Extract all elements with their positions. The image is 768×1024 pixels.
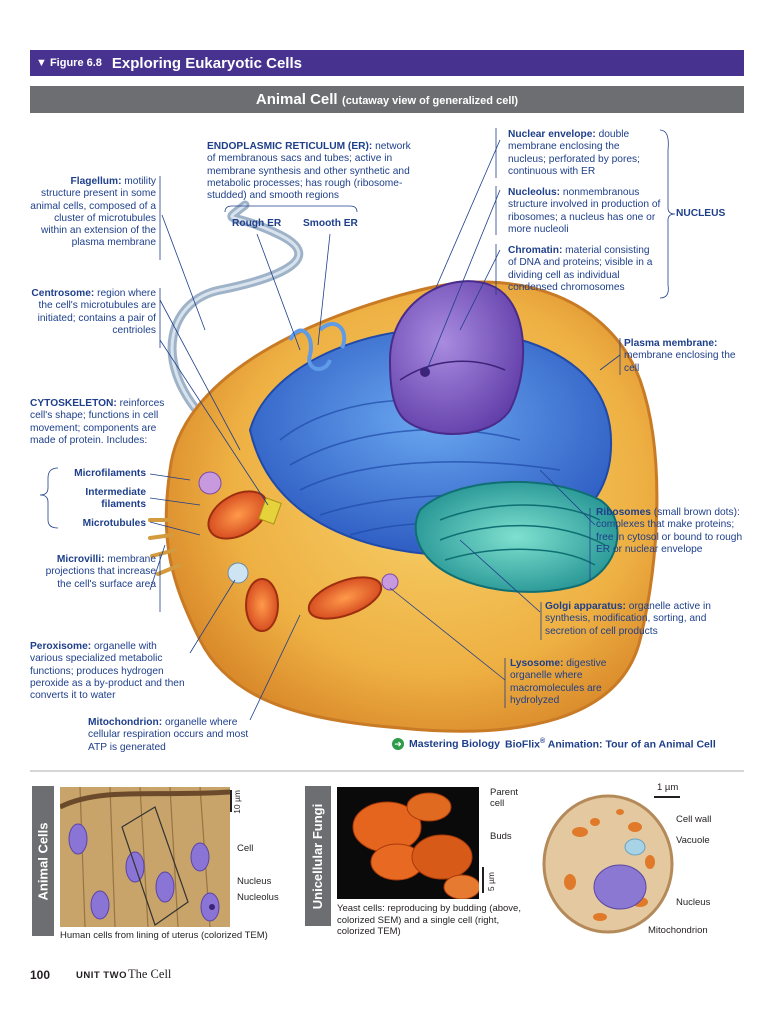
animal-scale-bar: 10 µm <box>232 790 242 814</box>
rough-er-label: Rough ER <box>232 218 282 229</box>
microtubules-label: Microtubules <box>82 518 146 529</box>
figure-header: ▼ Figure 6.8 Exploring Eukaryotic Cells <box>30 50 744 76</box>
mitochondrion-label: Mitochondrion: organelle where cellular … <box>88 717 253 754</box>
flagellum-label: Flagellum: motility structure present in… <box>30 176 156 250</box>
nuclear-envelope-text: double membrane enclosing the nucleus; p… <box>508 129 640 177</box>
plasma-membrane-term: Plasma membrane: <box>624 338 718 349</box>
cytoskeleton-term: CYTOSKELETON: <box>30 398 117 409</box>
microvilli-label: Microvilli: membrane projections that in… <box>30 554 156 591</box>
panel-title: Animal Cell <box>255 91 338 108</box>
cytoskeleton-label: CYTOSKELETON: reinforces cell's shape; f… <box>30 398 170 447</box>
yeast-nucleus-label: Nucleus <box>676 897 711 908</box>
mastering-biology-link[interactable]: ➜ Mastering Biology BioFlix® Animation: … <box>392 738 716 751</box>
intermediate-filaments-label: Intermediate filaments <box>85 487 146 511</box>
centrosome-shape <box>258 497 282 525</box>
nucleus-shape <box>388 280 525 435</box>
cytoskeleton-brace <box>39 467 59 529</box>
mitochondrion-text: organelle where cellular respiration occ… <box>88 717 249 753</box>
fungi-scale-line <box>482 867 484 893</box>
er-text: network of membranous sacs and tubes; ac… <box>207 141 411 202</box>
plasma-membrane-label: Plasma membrane: membrane enclosing the … <box>624 338 739 375</box>
nucleolus-text: nonmembranous structure involved in prod… <box>508 187 661 235</box>
yeast-sem-micrograph <box>337 787 479 899</box>
nucleus-brace <box>659 129 676 299</box>
golgi-text: organelle active in synthesis, modificat… <box>545 601 711 637</box>
nucleolus-label: Nucleolus: nonmembranous structure invol… <box>508 187 663 236</box>
flagellum-term: Flagellum: <box>70 176 122 187</box>
nuclear-envelope-label: Nuclear envelope: double membrane enclos… <box>508 129 658 178</box>
er-term: ENDOPLASMIC RETICULUM (ER): <box>207 141 373 152</box>
lysosome-label: Lysosome: digestive organelle where macr… <box>510 658 630 707</box>
er-label: ENDOPLASMIC RETICULUM (ER): network of m… <box>207 141 417 202</box>
yeast-mitochondrion-label: Mitochondrion <box>648 925 708 936</box>
golgi-term: Golgi apparatus: <box>545 601 626 612</box>
animal-cell-illustration <box>39 128 676 733</box>
ribosomes-label: Ribosomes (small brown dots): complexes … <box>596 507 746 556</box>
page-number: 100 <box>30 968 51 982</box>
microvilli-term: Microvilli: <box>56 554 105 565</box>
nucleus-group-label: NUCLEUS <box>676 208 726 219</box>
unit-label: UNIT TWO <box>76 970 127 981</box>
nuclear-envelope-term: Nuclear envelope: <box>508 129 596 140</box>
smooth-er-label: Smooth ER <box>303 218 358 229</box>
flagellum-text: motility structure present in some anima… <box>30 176 156 249</box>
centrosome-label: Centrosome: region where the cell's micr… <box>30 288 156 337</box>
cytoskeleton-text: reinforces cell's shape; functions in ce… <box>30 398 165 446</box>
golgi-label: Golgi apparatus: organelle active in syn… <box>545 601 745 638</box>
section-divider <box>30 770 744 772</box>
mitochondrion-shape-3 <box>245 578 279 632</box>
animal-cells-tab: Animal Cells <box>32 786 54 936</box>
plasma-membrane-text: membrane enclosing the cell <box>624 350 736 374</box>
tem-scale-line <box>654 796 680 798</box>
centrosome-term: Centrosome: <box>31 288 95 299</box>
mastering-prefix: Mastering Biology <box>409 738 501 751</box>
unicellular-fungi-tab: Unicellular Fungi <box>305 786 331 926</box>
fungi-scale-bar: 5 µm <box>486 872 496 892</box>
panel-subtitle: (cutaway view of generalized cell) <box>342 95 519 107</box>
animal-nucleolus-label: Nucleolus <box>237 892 279 903</box>
chromatin-term: Chromatin: <box>508 245 563 256</box>
microvilli-text: membrane projections that increase the c… <box>45 554 156 590</box>
animal-nucleus-label: Nucleus <box>237 876 272 887</box>
parent-cell-label: Parent cell <box>490 787 518 809</box>
yeast-tem-micrograph <box>542 794 674 934</box>
animal-scale-line <box>230 790 232 812</box>
chromatin-text: material consisting of DNA and proteins;… <box>508 245 653 293</box>
ribosomes-term: Ribosomes <box>596 507 651 518</box>
animal-cells-caption: Human cells from lining of uterus (color… <box>60 930 268 941</box>
lysosome-text: digestive organelle where macromolecules… <box>510 658 607 706</box>
ribosomes-text: (small brown dots): complexes that make … <box>596 507 743 555</box>
microfilaments-label: Microfilaments <box>74 468 146 479</box>
buds-label: Buds <box>490 831 512 842</box>
vacuole-label: Vacuole <box>676 835 710 846</box>
peroxisome-text: organelle with various specialized metab… <box>30 641 185 702</box>
tem-scale-label: 1 µm <box>657 782 679 793</box>
arrow-right-icon: ➜ <box>392 738 404 751</box>
mitochondrion-shape-2 <box>307 576 383 620</box>
figure-title: Exploring Eukaryotic Cells <box>111 54 302 72</box>
peroxisome-label: Peroxisome: organelle with various speci… <box>30 641 190 702</box>
cell-wall-label: Cell wall <box>676 814 712 825</box>
peroxisome-shape <box>227 562 249 584</box>
mastering-product: BioFlix® Animation: Tour of an Animal Ce… <box>505 738 716 751</box>
centrosome-text: region where the cell's microtubules are… <box>37 288 156 336</box>
nucleolus-term: Nucleolus: <box>508 187 561 198</box>
animal-cell-label: Cell <box>237 843 254 854</box>
chromatin-label: Chromatin: material consisting of DNA an… <box>508 245 658 294</box>
mitochondrion-term: Mitochondrion: <box>88 717 163 728</box>
figure-label: ▼ Figure 6.8 <box>36 57 102 69</box>
chapter-title: The Cell <box>128 967 172 981</box>
fungi-caption: Yeast cells: reproducing by budding (abo… <box>337 903 521 937</box>
lysosome-term: Lysosome: <box>510 658 564 669</box>
peroxisome-term: Peroxisome: <box>30 641 92 652</box>
panel-title-bar: Animal Cell (cutaway view of generalized… <box>30 86 744 113</box>
uterus-micrograph <box>60 787 230 927</box>
lysosome-shape <box>381 573 399 591</box>
